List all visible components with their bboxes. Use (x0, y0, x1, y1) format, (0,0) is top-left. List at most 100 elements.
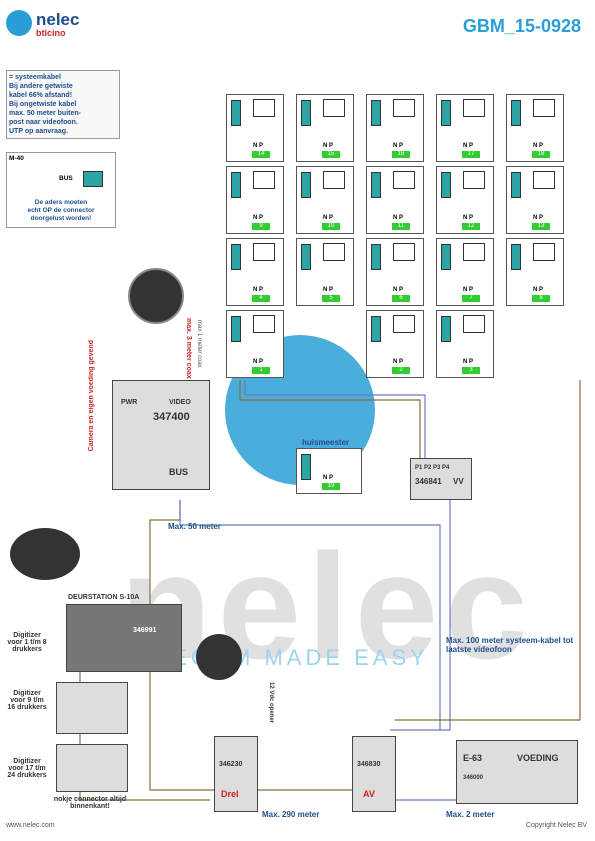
door-station[interactable]: 346991 (66, 604, 182, 672)
video-note: Camera en eigen voeding gevend (88, 340, 95, 452)
label-max290: Max. 290 meter (262, 810, 320, 819)
huismeester-unit[interactable]: N P 19 (296, 448, 362, 494)
unit-number: 16 (392, 151, 410, 158)
note-line: echt OP de connector (27, 207, 95, 214)
psu-label: VOEDING (517, 753, 559, 763)
power-supply[interactable]: E-63 VOEDING 346000 (456, 740, 578, 804)
unit-number: 9 (252, 223, 270, 230)
nokje-note: nokje connector altijd binnenkant! (53, 796, 127, 810)
screen-icon (393, 99, 415, 117)
brand-name: nelec (36, 10, 80, 29)
terminal-icon (511, 100, 521, 126)
distributor-code: 346841 (415, 477, 442, 486)
screen-icon (253, 99, 275, 117)
bus-label: BUS (59, 175, 73, 182)
label-max2: Max. 2 meter (446, 810, 495, 819)
screen-icon (253, 243, 275, 261)
unit-number: 19 (322, 483, 340, 490)
terminal-icon (301, 172, 311, 198)
screen-icon (463, 171, 485, 189)
zoom-connector-icon (128, 268, 184, 324)
unit-number: 15 (322, 151, 340, 158)
model-label: M-40 (9, 155, 24, 162)
legend-line: max. 50 meter buiten- (9, 110, 81, 117)
nelec-logo-icon (6, 10, 32, 36)
terminal-icon (301, 454, 311, 480)
digitizer-2-label: Digitizer voor 9 t/m 16 drukkers (7, 690, 47, 711)
unit-number: 17 (462, 151, 480, 158)
screen-icon (463, 315, 485, 333)
unit-number: 2 (392, 367, 410, 374)
terminal-icon (371, 100, 381, 126)
ctrl1-name: Drel (221, 789, 239, 799)
door-label: DEURSTATION S-10A (68, 594, 140, 601)
terminal-icon (441, 100, 451, 126)
legend-line: kabel 66% afstand! (9, 92, 73, 99)
controller-346230[interactable]: 346230 Drel (214, 736, 258, 812)
unit-number: 13 (532, 223, 550, 230)
unit-number: 14 (252, 151, 270, 158)
terminal-icon (231, 316, 241, 342)
video-module[interactable]: PWR VIDEO 347400 BUS (112, 380, 210, 490)
copyright: Copyright Nelec BV (525, 822, 587, 829)
ctrl2-code: 346830 (357, 761, 381, 768)
connector-icon (83, 171, 103, 187)
unit-number: 1 (252, 367, 270, 374)
terminal-icon (371, 172, 381, 198)
terminal-icon (231, 100, 241, 126)
ctrl1-code: 346230 (219, 761, 243, 768)
note-line: doorgelust worden! (30, 215, 92, 222)
unit-number: 6 (392, 295, 410, 302)
terminal-icon (231, 244, 241, 270)
doc-id: GBM_15-0928 (462, 16, 581, 36)
terminal-icon (301, 100, 311, 126)
distributor-module[interactable]: P1 P2 P3 P4 346841 VV (410, 458, 472, 500)
controller-346830[interactable]: 346830 AV (352, 736, 396, 812)
zoom-control-icon (196, 634, 242, 680)
psu-sub: 346000 (463, 775, 484, 781)
legend-title: = systeemkabel (9, 74, 61, 81)
screen-icon (323, 243, 345, 261)
module-bus-label: BUS (169, 467, 189, 477)
digitizer-module[interactable] (56, 682, 128, 734)
huismeester-label: huismeester (302, 438, 350, 447)
zoom-digitizer-icon (10, 528, 80, 580)
ctrl2-name: AV (363, 789, 375, 799)
label-max100: Max. 100 meter systeem-kabel tot laatste… (446, 636, 574, 654)
unit-number: 4 (252, 295, 270, 302)
video-label: VIDEO (169, 399, 191, 406)
site-link[interactable]: www.nelec.com (6, 822, 55, 829)
terminal-icon (371, 316, 381, 342)
digitizer-module[interactable] (56, 744, 128, 792)
legend-line: Bij andere getwiste (9, 83, 73, 90)
screen-icon (253, 171, 275, 189)
terminal-icon (301, 244, 311, 270)
unit-number: 18 (532, 151, 550, 158)
legend-line: UTP op aanvraag. (9, 128, 69, 135)
screen-icon (533, 171, 555, 189)
terminal-icon (441, 244, 451, 270)
unit-number: 8 (532, 295, 550, 302)
note-line: De aders moeten (34, 199, 88, 206)
screen-icon (533, 243, 555, 261)
screen-icon (393, 243, 415, 261)
